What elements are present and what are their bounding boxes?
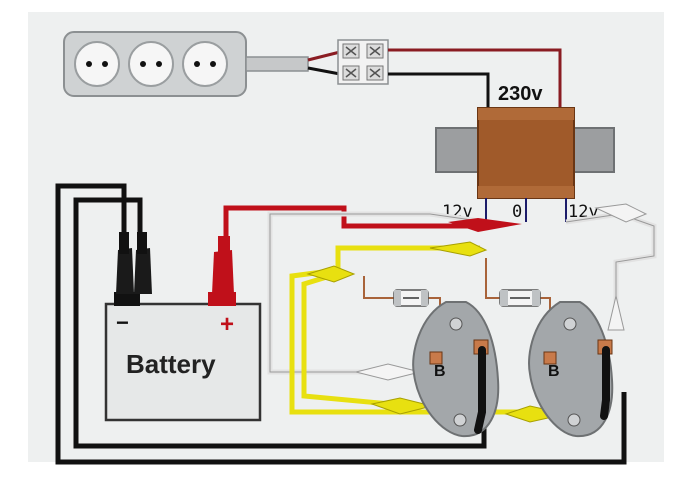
- battery-positive-terminal: [208, 292, 236, 306]
- transistor-left: [412, 301, 500, 438]
- transistor-right-base-label: B: [548, 363, 560, 380]
- battery-positive-sign: +: [220, 311, 234, 338]
- power-strip-icon: [63, 31, 247, 97]
- socket: [74, 41, 120, 87]
- battery-negative-sign: −: [116, 310, 129, 335]
- battery-body: [104, 302, 262, 422]
- alligator-clip-icon: [306, 265, 356, 283]
- battery-negative-terminal: [114, 292, 140, 306]
- mains-wire-live: [307, 50, 341, 62]
- power-cable: [245, 56, 309, 72]
- alligator-clip-icon: [607, 295, 625, 331]
- yellow-wire-inner: [301, 273, 391, 407]
- transistor-right-collector-clip: [600, 346, 610, 420]
- terminal-block-icon: [337, 39, 389, 85]
- transistor-left-base-label: B: [434, 363, 446, 380]
- battery-negative-wire-outer: [55, 183, 627, 465]
- alligator-clip-icon: [134, 232, 152, 294]
- transformer: [435, 107, 615, 199]
- alligator-clip-icon: [594, 203, 648, 223]
- fuse-lead: [363, 276, 394, 299]
- battery: [104, 292, 262, 422]
- battery-label: Battery: [126, 349, 216, 379]
- primary-wire-black: [388, 72, 490, 120]
- alligator-clip-icon: [212, 236, 234, 294]
- fuse-icon: [499, 289, 541, 307]
- alligator-clip-icon: [429, 241, 488, 257]
- transformer-coil: [477, 107, 575, 199]
- secondary-center-label: 0: [512, 202, 522, 222]
- socket: [182, 41, 228, 87]
- battery-negative-wire-inner: [73, 197, 487, 449]
- alligator-clip-icon: [448, 218, 522, 232]
- battery-positive-wire: [223, 205, 480, 258]
- fuse-lead: [485, 258, 500, 299]
- socket: [128, 41, 174, 87]
- alligator-clip-icon: [116, 232, 134, 294]
- primary-voltage-label: 230v: [498, 83, 543, 105]
- mains-wire-neutral: [307, 66, 341, 76]
- transistor-left-collector-clip: [474, 346, 486, 434]
- fuse-icon: [393, 289, 429, 307]
- primary-wire-brown: [388, 48, 562, 120]
